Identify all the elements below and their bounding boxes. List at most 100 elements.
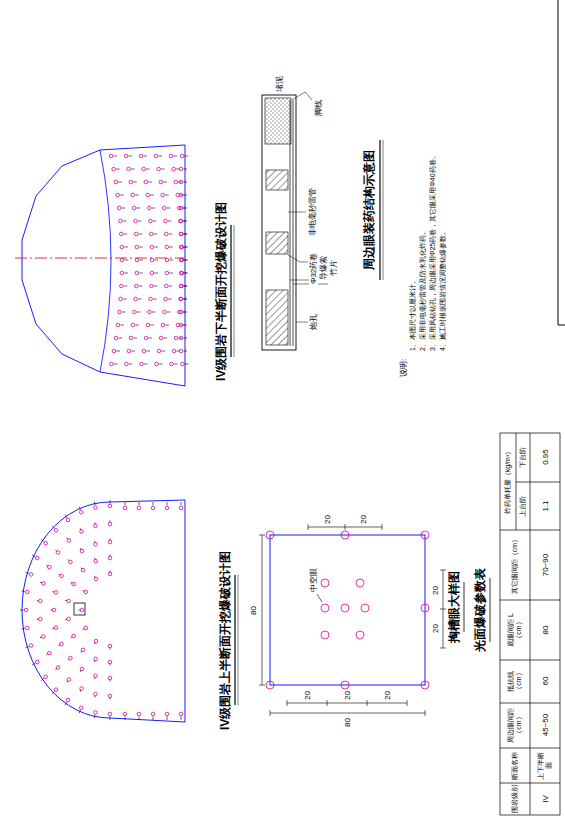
detonator-tick xyxy=(58,574,60,575)
label-text: 20 xyxy=(431,585,440,596)
label-text: 80 xyxy=(249,605,258,616)
title-underline xyxy=(383,140,384,280)
label-text: 20 xyxy=(303,690,312,701)
detonator-tick xyxy=(135,325,139,326)
detonator-tick xyxy=(159,364,163,365)
hole-mark xyxy=(112,349,116,353)
hole-mark xyxy=(179,206,183,210)
table-cell: 周边眼间距（cm） xyxy=(507,703,523,747)
hole-mark xyxy=(179,219,183,223)
detonator-tick xyxy=(80,528,82,530)
hole-mark xyxy=(341,604,349,612)
cut-hole-block xyxy=(74,603,85,615)
label-text: 1、本图尺寸以厘米计。 xyxy=(409,276,417,352)
hole-mark xyxy=(164,232,168,236)
hole-mark xyxy=(157,349,161,353)
hole-mark xyxy=(165,712,169,716)
label-text: 20 xyxy=(359,514,368,525)
charge xyxy=(266,170,288,190)
detonator-tick xyxy=(94,541,96,543)
hole-mark xyxy=(24,608,28,612)
detonator-tick xyxy=(110,680,111,682)
hole-mark xyxy=(157,167,161,171)
hole-mark xyxy=(125,362,129,366)
table-cell: 围岩级别 xyxy=(511,783,519,815)
hole-mark xyxy=(52,608,56,612)
hole-mark xyxy=(56,666,60,670)
hole-mark xyxy=(42,582,46,586)
hole-mark xyxy=(421,681,429,689)
detonator-tick xyxy=(152,208,156,209)
detonator-tick xyxy=(184,338,188,339)
detonator-tick xyxy=(110,698,111,700)
detonator-tick xyxy=(80,548,81,550)
hole-mark xyxy=(134,232,138,236)
hole-mark xyxy=(179,310,183,314)
stemming xyxy=(265,98,291,144)
hole-mark xyxy=(151,506,155,510)
detonator-tick xyxy=(137,208,141,209)
hole-mark xyxy=(179,349,183,353)
hole-mark xyxy=(356,579,364,587)
label-text: 竹片 xyxy=(329,259,338,277)
table-cell: 其它眼间距（cm） xyxy=(511,531,519,599)
blast-hole xyxy=(262,95,296,350)
detonator-tick xyxy=(118,182,122,183)
detonator-tick xyxy=(135,195,139,196)
detonator-tick xyxy=(110,538,111,540)
detonator-tick xyxy=(124,286,128,287)
detonator-tick xyxy=(94,715,96,718)
hole-mark xyxy=(124,154,128,158)
detonator-tick xyxy=(174,156,178,157)
detonator-tick xyxy=(168,221,172,222)
hole-mark xyxy=(67,599,71,603)
detonator-tick xyxy=(52,591,54,593)
hole-mark xyxy=(131,323,135,327)
table-cell: 抵抗线（cm） xyxy=(507,660,523,702)
detonator-tick xyxy=(184,221,188,222)
detonator-tick xyxy=(79,710,80,713)
detonator-tick xyxy=(110,500,111,504)
drawing-title: 光面爆破参数表 xyxy=(474,567,488,653)
table-cell: 下台阶 xyxy=(519,434,527,480)
detonator-tick xyxy=(183,299,187,300)
detonator-tick xyxy=(139,273,143,274)
hole-mark xyxy=(179,297,183,301)
hole-mark xyxy=(94,559,98,563)
hole-mark xyxy=(54,688,58,692)
hole-mark xyxy=(72,582,76,586)
hole-mark xyxy=(108,694,112,698)
hole-mark xyxy=(94,692,98,696)
hole-mark xyxy=(109,154,113,158)
hole-mark xyxy=(149,232,153,236)
detonator-tick xyxy=(67,681,68,683)
title-underline xyxy=(490,578,491,642)
detonator-tick xyxy=(52,692,54,695)
hole-mark xyxy=(137,506,141,510)
detonator-tick xyxy=(164,338,168,339)
detonator-tick xyxy=(146,169,150,170)
detonator-tick xyxy=(139,502,140,506)
label-text: 80 xyxy=(343,717,352,728)
hole-mark xyxy=(114,336,118,340)
detonator-tick xyxy=(169,234,173,235)
detonator-tick xyxy=(131,351,135,352)
hole-mark xyxy=(179,712,183,716)
detonator-tick xyxy=(41,678,44,680)
hole-mark xyxy=(48,565,52,569)
hole-mark xyxy=(179,232,183,236)
hole-mark xyxy=(150,271,154,275)
lower-section-outline xyxy=(22,145,185,386)
detonating-cord xyxy=(290,100,291,346)
table-cell: 70~90 xyxy=(541,531,550,599)
table-grid xyxy=(500,433,560,815)
hole-mark xyxy=(172,167,176,171)
hole-mark xyxy=(120,245,124,249)
hole-mark xyxy=(66,518,70,522)
hole-mark xyxy=(361,604,369,612)
hole-mark xyxy=(54,529,58,533)
detonator-tick xyxy=(125,502,126,506)
detonator-tick xyxy=(37,619,39,620)
detonator-tick xyxy=(79,507,80,510)
